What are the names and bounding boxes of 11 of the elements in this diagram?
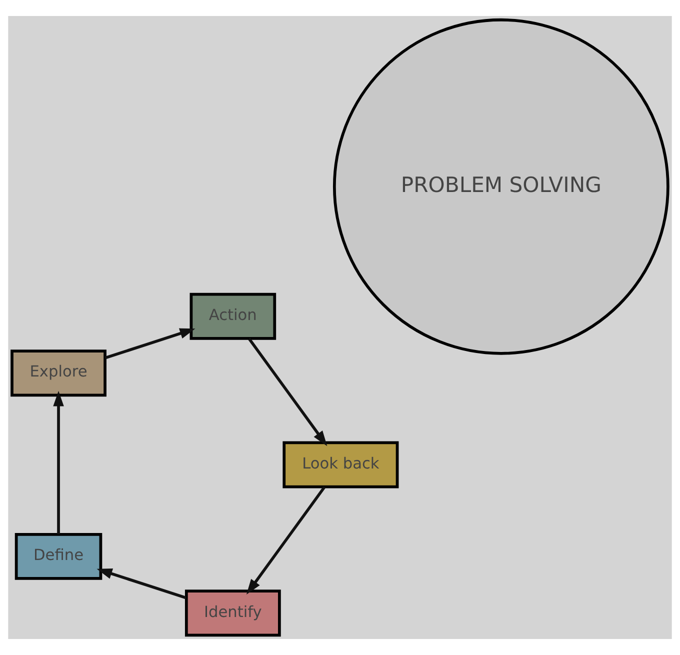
node-box: Action — [190, 292, 276, 340]
arrow — [104, 328, 196, 360]
node-box: Look back — [282, 441, 399, 488]
node-box: Explore — [10, 350, 106, 397]
node-box: Identify — [184, 590, 281, 637]
arrow — [53, 390, 64, 534]
arrow — [246, 486, 326, 595]
arrow — [248, 338, 328, 446]
node-circle: PROBLEM SOLVING — [332, 18, 670, 355]
node-box: Define — [14, 532, 102, 580]
arrow — [96, 568, 187, 600]
